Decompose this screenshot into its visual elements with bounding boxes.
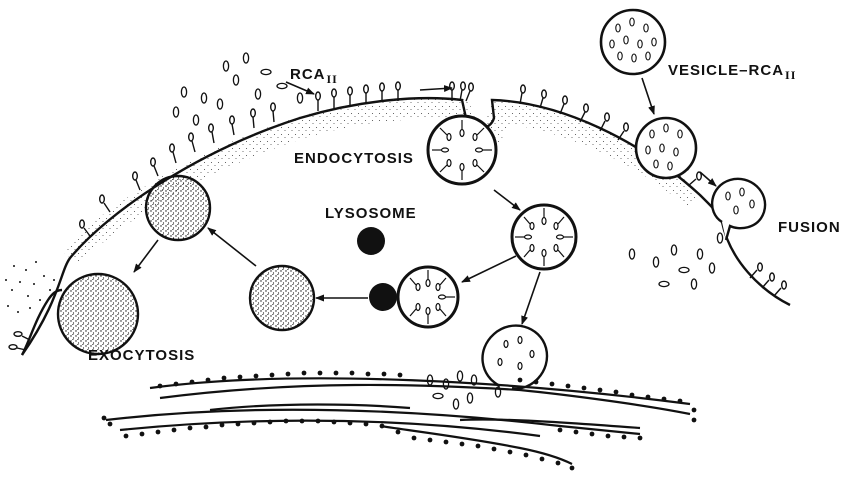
arrow-recycling-to-exocytosis [134,240,158,272]
endocytic-pit [428,116,496,184]
arrow-surface-migration [420,88,452,90]
exocytosis-label: EXOCYTOSIS [88,348,195,363]
endocytosis-label: ENDOCYTOSIS [294,151,414,166]
arrow-endosome-to-release [522,272,540,324]
releasing-vesicle [483,326,548,389]
digested-vesicle [250,266,314,330]
arrow-digested-to-recycling [208,228,256,266]
rca-label: RCAII [290,67,338,82]
fusing-lysosome [369,283,397,311]
lysosome [357,227,385,255]
endoplasmic-reticulum [106,378,690,464]
exocytosis-spray [5,261,55,313]
arrow-rca-binding [286,82,314,94]
secondary-lysosome [398,267,458,327]
recycling-vesicle [146,176,210,240]
arrow-pit-to-endosome [494,190,520,210]
vesicle-rca-label: VESICLE–RCAII [668,63,796,78]
arrow-vesicle-approach [642,78,654,114]
exocytic-vesicle [58,274,138,354]
arrow-vesicle-fusion [700,172,716,186]
lysosome-label: LYSOSOME [325,206,417,221]
endosome [512,205,576,269]
fusion-label: FUSION [778,220,841,235]
arrow-endosome-to-lysosome [462,256,516,282]
external-vesicle [601,10,665,74]
docking-vesicle [636,118,696,178]
fusing-vesicle [712,179,765,240]
